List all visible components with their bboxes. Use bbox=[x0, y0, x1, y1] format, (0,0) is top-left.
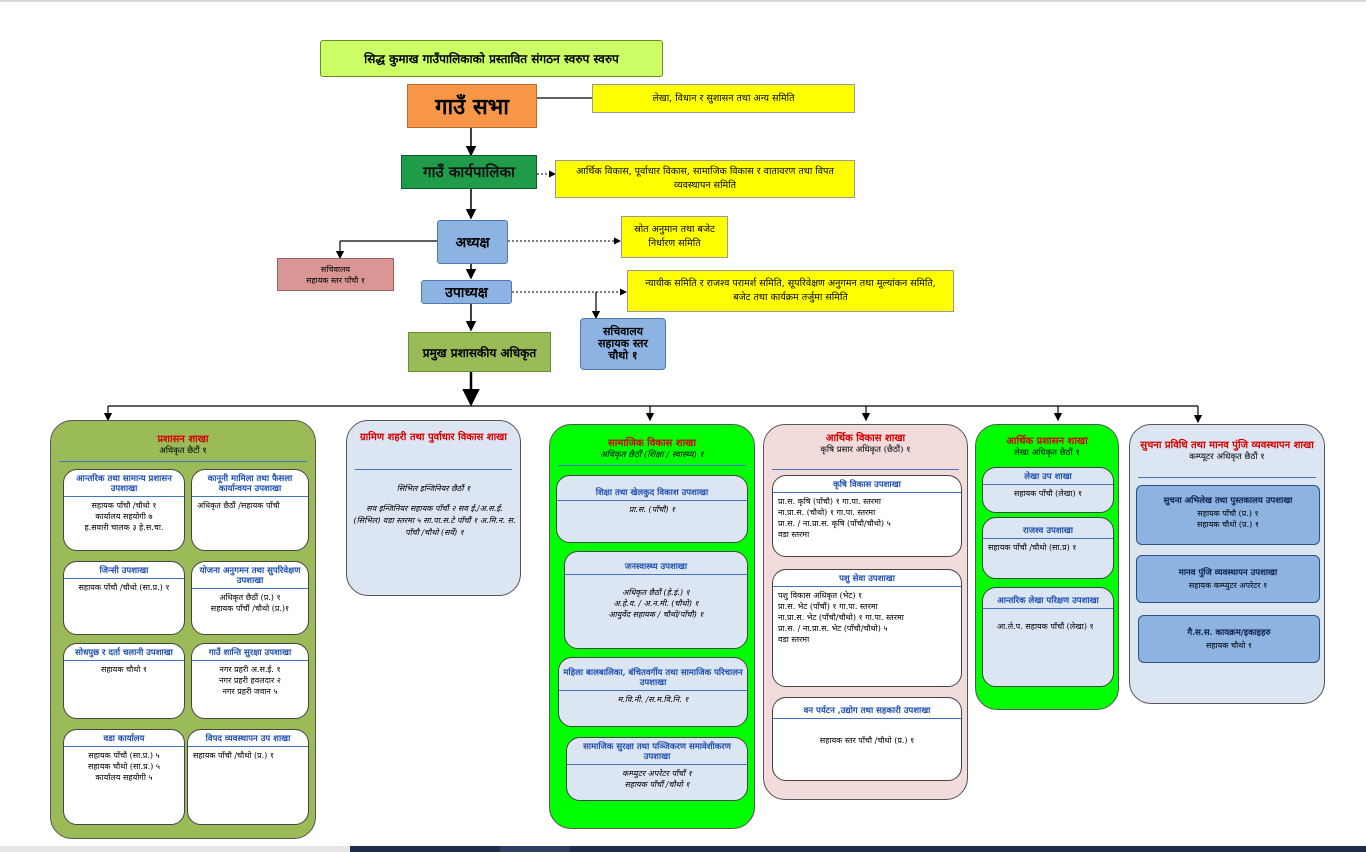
unit-title: वडा कार्यालय bbox=[64, 730, 184, 747]
unit-body: सहायक पाँचौ (प्र.) १ सहायक चौथो (प्र.) १ bbox=[1197, 509, 1259, 529]
unit-body: कम्प्युटर अपरेटर पाँचौं १ सहायक पाँचौं /… bbox=[622, 769, 692, 789]
unit-body: प्रा.स. (पाँचौ) १ bbox=[628, 505, 676, 514]
unit-box: पशु सेवा उपशाखा पशु विकास अधिकृत (भेट) १ … bbox=[772, 569, 962, 687]
unit-box: विपद व्यवस्थापन उप शाखा सहायक पाँचौ /चौथो… bbox=[187, 729, 309, 825]
unit-body: सहायक पाँचौ (लेखा) १ bbox=[1013, 489, 1083, 498]
unit-box: लेखा उप शाखा सहायक पाँचौ (लेखा) १ bbox=[982, 467, 1114, 513]
unit-box: जनस्वास्थ्य उपशाखा अधिकृत छैठौं (हे.इं.) … bbox=[564, 551, 748, 649]
section-subtitle: कम्प्यूटर अधिकृत छैठौं १ bbox=[1189, 452, 1265, 462]
taskbar-strip bbox=[0, 846, 1366, 852]
cao-box: प्रमुख प्रशासकीय अधिकृत bbox=[408, 332, 551, 372]
unit-box: राजश्व उपशाखा सहायक पाँचौ /चौथो (सा.प्र) … bbox=[982, 517, 1114, 579]
section-title: ग्रामिण शहरी तथा पुर्वाधार विकास शाखा bbox=[360, 432, 507, 443]
unit-title: जनस्वास्थ्य उपशाखा bbox=[565, 552, 747, 575]
unit-title: सामाजिक सुरक्षा तथा पञ्जिकरण समावेशीकरण … bbox=[567, 738, 747, 765]
unit-body: सहायक स्तर पाँचौ /चौथो (प्र.) १ bbox=[819, 736, 915, 745]
unit-title: राजश्व उपशाखा bbox=[983, 518, 1113, 539]
diagram-title: सिद्ध कुमाख गाउँपालिकाको प्रस्तावित संगठ… bbox=[320, 40, 663, 77]
unit-box: वन पर्यटन ,उद्योग तथा सहकारी उपशाखा सहायक… bbox=[772, 697, 962, 781]
unit-body: सहायक कम्प्युटर अपरेटर १ bbox=[1188, 581, 1268, 590]
section-body: सव इन्जिनियर सहायक पाँचौं २ सव ई./अ.स.ई.… bbox=[353, 504, 516, 537]
unit-box: जिन्सी उपशाखा सहायक पाँचौ /चौथो (सा.प्र.)… bbox=[63, 561, 185, 635]
samajik-section: सामाजिक विकास शाखाअधिकृत छैठौं (शिक्षा /… bbox=[549, 424, 755, 829]
adhyaksha-committee-box: स्रोत अनुमान तथा बजेट निर्धारण समिति bbox=[621, 216, 728, 258]
unit-box: योजना अनुगमन तथा सुपरिवेक्षण उपशाखा अधिकृ… bbox=[191, 561, 309, 635]
unit-body: सहायक पाँचौ /चौथो (सा.प्र) १ bbox=[988, 543, 1077, 552]
unit-title: महिला बालबालिका, बंचितवर्गीय तथा सामाजिक… bbox=[559, 658, 747, 691]
upadhyaksha-committee-box: न्यायीक समिति र राजश्व परामर्श समिति, सू… bbox=[627, 270, 954, 312]
unit-body: अधिकृत छैठौं (हे.इं.) १ अ.हे.व. / अ.न.मी… bbox=[608, 588, 704, 619]
unit-box: सामाजिक सुरक्षा तथा पञ्जिकरण समावेशीकरण … bbox=[566, 737, 748, 801]
unit-title: गाउँ शान्ति सुरक्षा उपशाखा bbox=[192, 644, 308, 661]
unit-body: सहायक पाँचौ (सा.प्र.) ५ सहायक चौथो (सा.प… bbox=[88, 751, 160, 782]
suchana-section: सुचना प्रविधि तथा मानव पुंजि व्यवस्थापन … bbox=[1129, 424, 1325, 704]
arthik-prashasan-section: आर्थिक प्रशासन शाखालेखा अधिकृत छैठौं १ ल… bbox=[975, 424, 1119, 710]
unit-title: गै.स.स. कायक्रम/इकाइहरु bbox=[1187, 628, 1271, 638]
unit-body: अधिकृत छैठौं /सहायक पाँचौ bbox=[197, 501, 280, 510]
unit-body: नगर प्रहरी अ.स.ई. १ नगर प्रहरी हवलदार २ … bbox=[219, 665, 281, 696]
unit-body: म.वि.नी. /स.म.वि.नि. १ bbox=[617, 695, 689, 704]
unit-body: अधिकृत छैठौं (प्र.) १ सहायक पाँचौं /चौथो… bbox=[210, 593, 290, 613]
unit-title: सोधपुछ र दर्ता चलानी उपशाखा bbox=[64, 644, 184, 661]
sachivalaya-5-box: सचिवालय सहायक स्तर पाँचौ १ bbox=[277, 258, 394, 291]
sachivalaya-4-box: सचिवालय सहायक स्तर चौथो १ bbox=[580, 318, 666, 370]
gaun-karyapalika-box: गाउँ कार्यपालिका bbox=[401, 155, 537, 189]
unit-box: कृषि विकास उपशाखा प्रा.स. कृषि (पाँचौ) १ … bbox=[772, 475, 962, 557]
section-subtitle: सिभिल इन्जिनियर छैठौं १ bbox=[396, 484, 471, 493]
unit-body: सहायक पाँचौ /चौथो (प्र.) १ bbox=[193, 751, 274, 760]
unit-body: सहायक चौथो १ bbox=[100, 665, 148, 674]
section-subtitle: अधिकृत छैठौं (शिक्षा / स्वास्थ्य) १ bbox=[600, 450, 704, 460]
unit-body: पशु विकास अधिकृत (भेट) १ प्रा.स. भेट (पा… bbox=[778, 591, 904, 644]
unit-body: आ.ले.प. सहायक पाँचौं (लेखा) १ bbox=[997, 622, 1094, 631]
unit-title: शिक्षा तथा खेलकुद विकाश उपशाखा bbox=[557, 476, 747, 501]
unit-box: महिला बालबालिका, बंचितवर्गीय तथा सामाजिक… bbox=[558, 657, 748, 727]
unit-title: वन पर्यटन ,उद्योग तथा सहकारी उपशाखा bbox=[773, 698, 961, 719]
unit-title: कृषि विकास उपशाखा bbox=[773, 476, 961, 493]
section-title: आर्थिक प्रशासन शाखा bbox=[1006, 436, 1088, 447]
unit-box: मानव पुंजि व्यवस्थापन उपशाखा सहायक कम्प्य… bbox=[1136, 555, 1320, 603]
unit-title: कानूनी मामिला तथा फैसला कार्यान्वयन उपशा… bbox=[192, 470, 308, 497]
unit-box: गाउँ शान्ति सुरक्षा उपशाखा नगर प्रहरी अ.स… bbox=[191, 643, 309, 719]
unit-box: आन्तरिक लेखा परिक्षण उपशाखा आ.ले.प. सहायक… bbox=[982, 587, 1114, 687]
section-title: आर्थिक विकास शाखा bbox=[825, 433, 906, 444]
prashasan-section: प्रशासन शाखाअधिकृत छैटौं १ आन्तरिक तथा स… bbox=[50, 420, 316, 839]
unit-title: मानव पुंजि व्यवस्थापन उपशाखा bbox=[1178, 568, 1278, 578]
gramin-section: ग्रामिण शहरी तथा पुर्वाधार विकास शाखा सि… bbox=[346, 420, 521, 596]
unit-box: सुचना अभिलेख तथा पुस्तकालय उपशाखा सहायक प… bbox=[1136, 485, 1320, 545]
unit-box: आन्तरिक तथा सामान्य प्रशासन उपशाखा सहायक … bbox=[63, 469, 185, 551]
unit-box: कानूनी मामिला तथा फैसला कार्यान्वयन उपशा… bbox=[191, 469, 309, 551]
unit-box: सोधपुछ र दर्ता चलानी उपशाखा सहायक चौथो १ bbox=[63, 643, 185, 719]
upadhyaksha-box: उपाध्यक्ष bbox=[421, 280, 512, 304]
section-subtitle: कृषि प्रसार अधिकृत (छैठौं) १ bbox=[820, 445, 911, 455]
unit-title: योजना अनुगमन तथा सुपरिवेक्षण उपशाखा bbox=[192, 562, 308, 589]
arthik-vikas-section: आर्थिक विकास शाखाकृषि प्रसार अधिकृत (छैठ… bbox=[763, 424, 968, 800]
unit-title: आन्तरिक तथा सामान्य प्रशासन उपशाखा bbox=[64, 470, 184, 497]
unit-body: प्रा.स. कृषि (पाँचौ) १ गा.पा. स्तरमा ना.… bbox=[778, 497, 891, 539]
unit-box: गै.स.स. कायक्रम/इकाइहरु सहायक चौथो १ bbox=[1138, 615, 1320, 663]
unit-title: विपद व्यवस्थापन उप शाखा bbox=[188, 730, 308, 747]
unit-title: पशु सेवा उपशाखा bbox=[773, 570, 961, 587]
unit-title: लेखा उप शाखा bbox=[983, 468, 1113, 485]
gaun-sabha-box: गाउँ सभा bbox=[407, 84, 537, 128]
top-border bbox=[0, 0, 1366, 2]
adhyaksha-box: अध्यक्ष bbox=[437, 220, 508, 264]
section-title: प्रशासन शाखा bbox=[157, 434, 209, 445]
unit-box: शिक्षा तथा खेलकुद विकाश उपशाखा प्रा.स. (प… bbox=[556, 475, 748, 543]
unit-title: आन्तरिक लेखा परिक्षण उपशाखा bbox=[983, 588, 1113, 609]
karyapalika-committee-box: आर्थिक विकास, पूर्वाधार विकास, सामाजिक व… bbox=[555, 160, 855, 198]
section-title: सुचना प्रविधि तथा मानव पुंजि व्यवस्थापन … bbox=[1140, 440, 1314, 451]
unit-title: सुचना अभिलेख तथा पुस्तकालय उपशाखा bbox=[1163, 496, 1293, 506]
section-title: सामाजिक विकास शाखा bbox=[608, 438, 696, 449]
unit-title: जिन्सी उपशाखा bbox=[64, 562, 184, 579]
unit-body: सहायक पाँचौ /चौथो १ कार्यालय सहयोगी ७ ह.… bbox=[84, 501, 164, 532]
section-subtitle: लेखा अधिकृत छैठौं १ bbox=[1014, 448, 1080, 458]
section-subtitle: अधिकृत छैटौं १ bbox=[159, 446, 207, 456]
sabha-committee-box: लेखा, विधान र सुशासन तथा अन्य समिति bbox=[592, 84, 855, 113]
unit-body: सहायक पाँचौ /चौथो (सा.प्र.) १ bbox=[78, 583, 170, 592]
unit-box: वडा कार्यालय सहायक पाँचौ (सा.प्र.) ५ सहाय… bbox=[63, 729, 185, 825]
unit-body: सहायक चौथो १ bbox=[1205, 641, 1253, 650]
